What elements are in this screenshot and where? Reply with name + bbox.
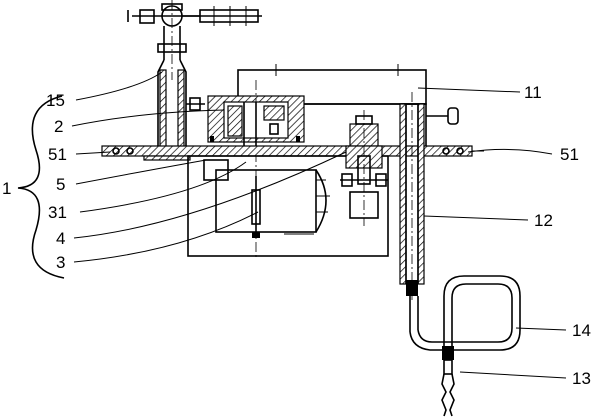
label-15: 15 [46,91,65,110]
label-51-left: 51 [48,145,67,164]
vertical-pipe-15 [157,26,205,151]
nozzle-13 [441,346,455,417]
label-5: 5 [56,175,65,194]
center-valve-4 [340,110,388,226]
pump-block-2 [207,80,305,260]
label-1: 1 [2,179,11,198]
lower-tank-3 [187,155,389,257]
pipe-loop-14 [409,275,521,356]
group-bracket-1 [17,95,65,279]
label-31: 31 [48,203,67,222]
label-2: 2 [54,117,63,136]
label-3: 3 [56,253,65,272]
leader-lines [71,71,567,379]
label-51-right: 51 [560,145,579,164]
label-13: 13 [572,369,591,388]
main-plate [101,145,484,161]
label-14: 14 [572,321,591,340]
label-12: 12 [534,211,553,230]
reference-labels: 15 2 51 5 1 31 4 3 11 51 12 14 13 [2,83,591,388]
right-pipe-12 [399,92,459,332]
top-valve-assembly [127,0,262,80]
label-4: 4 [56,229,65,248]
label-11: 11 [524,83,542,102]
